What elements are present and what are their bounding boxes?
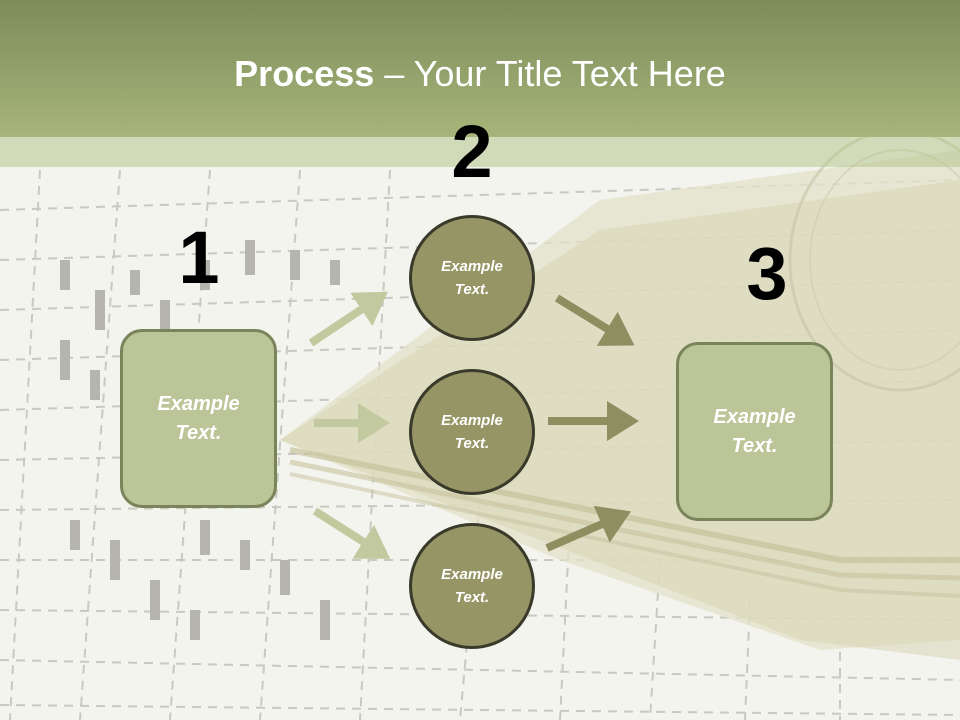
- step-2-circle-2-text: Example Text.: [441, 412, 503, 452]
- arrow-2-to-3-bottom: [545, 505, 632, 552]
- step-number-2: 2: [451, 110, 493, 193]
- step-3-text: Example Text.: [713, 405, 796, 457]
- step-2-circle-3-text: Example Text.: [441, 566, 503, 606]
- step-3-box: Example Text.: [676, 342, 833, 521]
- step-number-3: 3: [746, 232, 788, 315]
- title-bar-band: [0, 137, 960, 167]
- page-title: Process – Your Title Text Here: [0, 52, 960, 96]
- step-2-circle-1: Example Text.: [409, 215, 535, 341]
- arrow-1-to-2-top: [308, 291, 388, 347]
- step-1-text: Example Text.: [157, 392, 240, 444]
- step-2-circle-2: Example Text.: [409, 369, 535, 495]
- arrow-1-to-2-bottom: [312, 507, 391, 559]
- step-2-circle-1-text: Example Text.: [441, 258, 503, 298]
- title-bold: Process: [234, 53, 375, 94]
- step-1-box: Example Text.: [120, 329, 277, 508]
- title-rest: – Your Title Text Here: [374, 53, 726, 94]
- title-bar: [0, 0, 960, 137]
- step-2-circle-3: Example Text.: [409, 523, 535, 649]
- step-number-1: 1: [178, 216, 220, 299]
- arrow-2-to-3-top: [554, 294, 635, 346]
